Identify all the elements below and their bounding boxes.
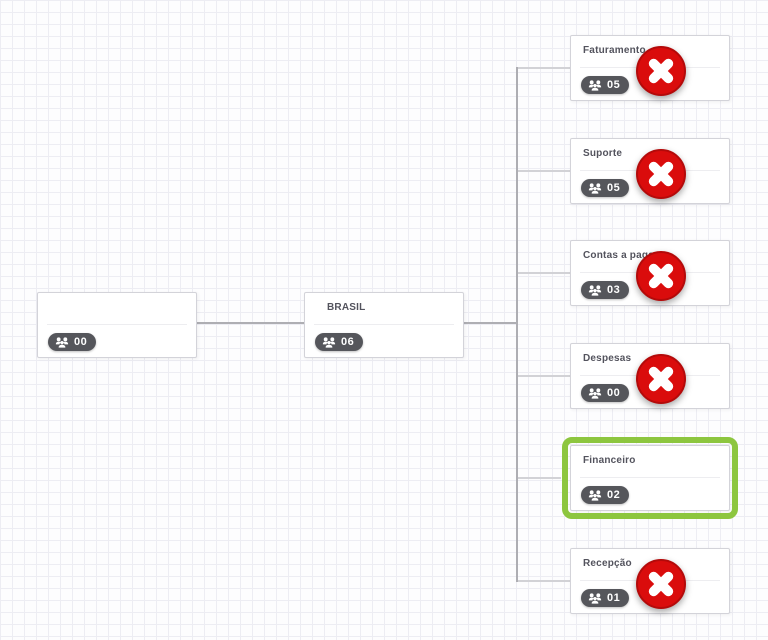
- connector-branch-line: [518, 272, 570, 274]
- org-node[interactable]: Suporte 05: [570, 138, 730, 204]
- org-node[interactable]: 00: [37, 292, 197, 358]
- connector-branch-line: [518, 375, 570, 377]
- node-title: BRASIL: [327, 302, 366, 313]
- member-count: 00: [74, 336, 88, 348]
- delete-button[interactable]: [636, 46, 686, 96]
- member-count: 03: [607, 284, 621, 296]
- member-count: 05: [607, 182, 621, 194]
- node-title: Despesas: [583, 353, 632, 364]
- node-title: Recepção: [583, 558, 632, 569]
- close-icon: [648, 161, 674, 187]
- connector-trunk-line: [516, 67, 518, 582]
- users-icon: [322, 336, 336, 348]
- users-icon: [588, 182, 602, 194]
- member-count: 00: [607, 387, 621, 399]
- connector-branch-line: [518, 477, 561, 479]
- connector-line: [196, 322, 304, 324]
- users-icon: [588, 489, 602, 501]
- close-icon: [648, 58, 674, 84]
- delete-button[interactable]: [636, 251, 686, 301]
- org-node[interactable]: BRASIL 06: [304, 292, 464, 358]
- member-count-badge: 05: [581, 76, 630, 94]
- delete-button[interactable]: [636, 354, 686, 404]
- member-count-badge: 03: [581, 281, 630, 299]
- delete-button[interactable]: [636, 149, 686, 199]
- member-count-badge: 00: [48, 333, 97, 351]
- users-icon: [55, 336, 69, 348]
- users-icon: [588, 284, 602, 296]
- connector-branch-line: [518, 67, 570, 69]
- member-count-badge: 01: [581, 589, 630, 607]
- close-icon: [648, 366, 674, 392]
- member-count-badge: 05: [581, 179, 630, 197]
- org-node[interactable]: Recepção 01: [570, 548, 730, 614]
- node-divider: [314, 324, 454, 325]
- node-title: Contas a pagar: [583, 250, 659, 261]
- node-divider: [47, 324, 187, 325]
- users-icon: [588, 592, 602, 604]
- delete-button[interactable]: [636, 559, 686, 609]
- connector-branch-line: [518, 580, 570, 582]
- close-icon: [648, 263, 674, 289]
- close-icon: [648, 571, 674, 597]
- connector-branch-line: [518, 170, 570, 172]
- member-count-badge: 00: [581, 384, 630, 402]
- users-icon: [588, 79, 602, 91]
- users-icon: [588, 387, 602, 399]
- member-count-badge: 02: [581, 486, 630, 504]
- connector-line: [464, 322, 516, 324]
- node-title: Financeiro: [583, 455, 636, 466]
- member-count: 05: [607, 79, 621, 91]
- node-divider: [580, 477, 720, 478]
- member-count: 02: [607, 489, 621, 501]
- node-title: Faturamento: [583, 45, 646, 56]
- member-count: 01: [607, 592, 621, 604]
- org-node[interactable]: Despesas 00: [570, 343, 730, 409]
- node-title: Suporte: [583, 148, 623, 159]
- org-node[interactable]: Financeiro 02: [562, 437, 738, 519]
- member-count: 06: [341, 336, 355, 348]
- org-node[interactable]: Faturamento 05: [570, 35, 730, 101]
- org-node[interactable]: Contas a pagar 03: [570, 240, 730, 306]
- member-count-badge: 06: [315, 333, 364, 351]
